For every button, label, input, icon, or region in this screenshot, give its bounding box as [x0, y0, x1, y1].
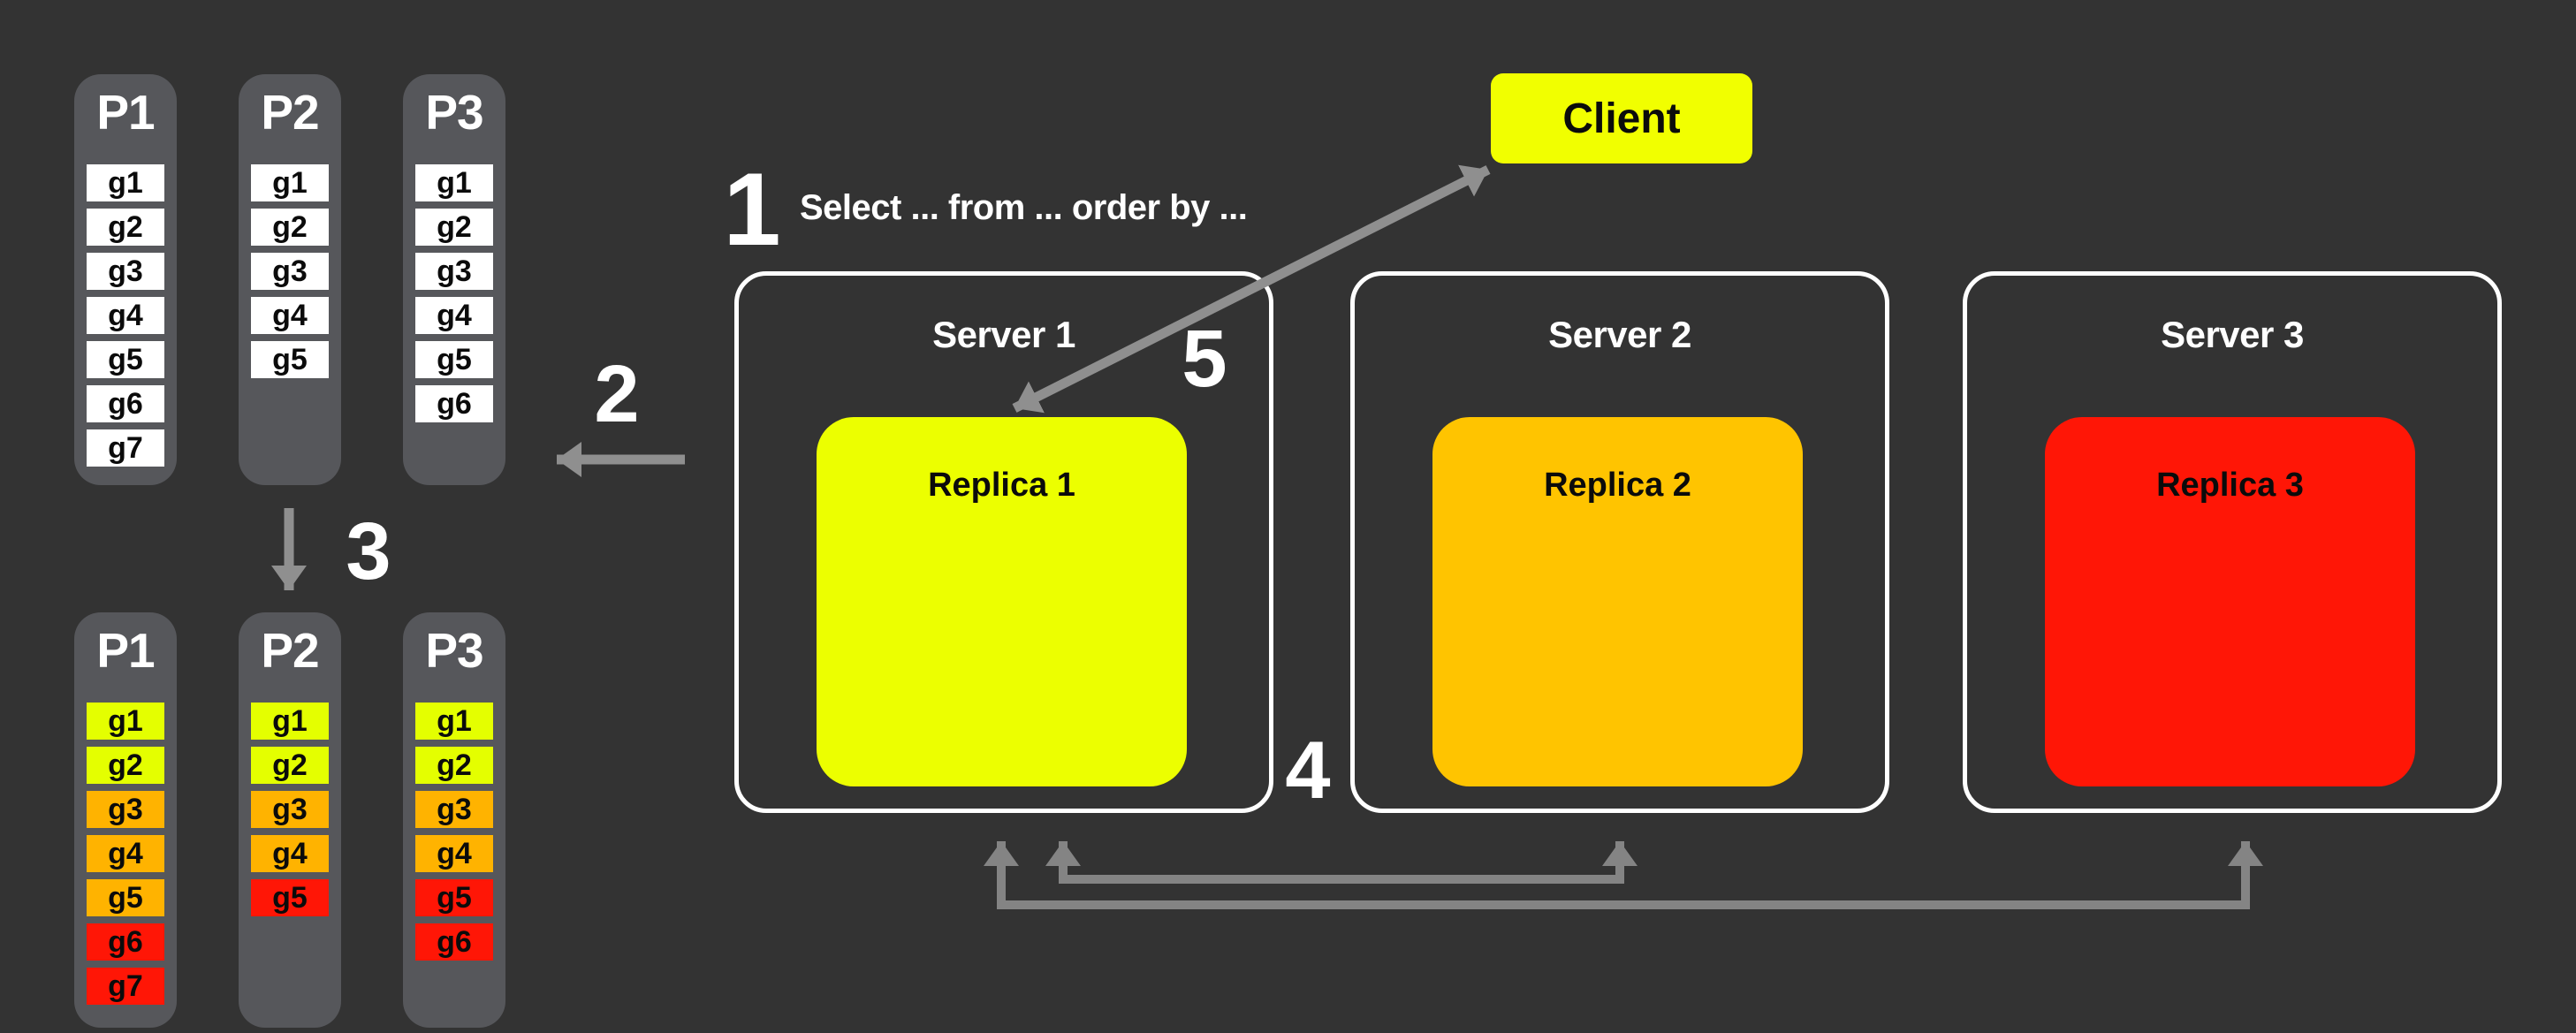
group-item: g7: [87, 429, 164, 467]
group-item: g1: [87, 164, 164, 201]
partition-after-p3: P3 g1 g2 g3 g4 g5 g6: [403, 612, 505, 1028]
group-item: g5: [415, 341, 493, 378]
server-1-box: Server 1 Replica 1: [734, 271, 1273, 813]
partition-before-p2: P2 g1 g2 g3 g4 g5: [239, 74, 341, 485]
group-item: g2: [251, 747, 329, 784]
server-label: Server 3: [2161, 314, 2304, 355]
partition-items: g1 g2 g3 g4 g5: [251, 703, 329, 916]
group-item: g2: [415, 209, 493, 246]
group-item: g5: [87, 879, 164, 916]
step-number-5: 5: [1182, 314, 1227, 404]
group-item: g5: [415, 879, 493, 916]
partition-items: g1 g2 g3 g4 g5 g6 g7: [87, 703, 164, 1005]
group-item: g1: [251, 164, 329, 201]
partition-items: g1 g2 g3 g4 g5: [251, 164, 329, 378]
server1-server2-bracket-arrow: [1045, 841, 1638, 884]
server-2-box: Server 2 Replica 2: [1350, 271, 1889, 813]
group-item: g3: [87, 791, 164, 828]
group-item: g1: [251, 703, 329, 740]
group-item: g6: [87, 385, 164, 422]
group-item: g6: [415, 923, 493, 961]
group-item: g1: [415, 164, 493, 201]
group-item: g4: [251, 297, 329, 334]
partition-label: P2: [261, 85, 319, 140]
group-item: g2: [251, 209, 329, 246]
partition-items: g1 g2 g3 g4 g5 g6: [415, 703, 493, 961]
step-number-1: 1: [723, 151, 781, 267]
replica-1-box: Replica 1: [817, 417, 1187, 786]
group-item: g2: [87, 747, 164, 784]
server1-server3-bracket-arrow: [984, 841, 2263, 909]
group-item: g2: [415, 747, 493, 784]
partition-after-p1: P1 g1 g2 g3 g4 g5 g6 g7: [74, 612, 177, 1028]
replica-label: Replica 2: [1544, 467, 1691, 504]
partition-label: P1: [96, 623, 155, 678]
group-item: g3: [415, 253, 493, 290]
replica-label: Replica 1: [928, 467, 1075, 504]
client-box: Client: [1491, 73, 1752, 163]
group-item: g4: [415, 297, 493, 334]
group-item: g5: [87, 341, 164, 378]
replica-2-box: Replica 2: [1432, 417, 1803, 786]
partition-before-p1: P1 g1 g2 g3 g4 g5 g6 g7: [74, 74, 177, 485]
group-item: g2: [87, 209, 164, 246]
partition-label: P1: [96, 85, 155, 140]
group-item: g1: [415, 703, 493, 740]
partition-items: g1 g2 g3 g4 g5 g6: [415, 164, 493, 422]
partition-label: P3: [425, 85, 483, 140]
group-item: g4: [251, 835, 329, 872]
step-number-4: 4: [1285, 725, 1331, 816]
group-item: g3: [251, 253, 329, 290]
step-number-2: 2: [594, 349, 640, 439]
group-item: g7: [87, 968, 164, 1005]
group-item: g5: [251, 341, 329, 378]
group-item: g3: [87, 253, 164, 290]
replica-label: Replica 3: [2156, 467, 2304, 504]
replica-3-box: Replica 3: [2045, 417, 2415, 786]
query-text: Select ... from ... order by ...: [800, 188, 1248, 227]
group-item: g1: [87, 703, 164, 740]
group-item: g4: [87, 835, 164, 872]
partition-before-p3: P3 g1 g2 g3 g4 g5 g6: [403, 74, 505, 485]
partition-label: P2: [261, 623, 319, 678]
group-item: g3: [251, 791, 329, 828]
partition-after-p2: P2 g1 g2 g3 g4 g5: [239, 612, 341, 1028]
group-item: g6: [415, 385, 493, 422]
partition-items: g1 g2 g3 g4 g5 g6 g7: [87, 164, 164, 467]
group-item: g4: [87, 297, 164, 334]
server-label: Server 2: [1548, 314, 1691, 355]
group-item: g6: [87, 923, 164, 961]
group-item: g3: [415, 791, 493, 828]
group-item: g4: [415, 835, 493, 872]
group-item: g5: [251, 879, 329, 916]
server-3-box: Server 3 Replica 3: [1963, 271, 2502, 813]
step-number-3: 3: [346, 506, 391, 596]
partition-label: P3: [425, 623, 483, 678]
